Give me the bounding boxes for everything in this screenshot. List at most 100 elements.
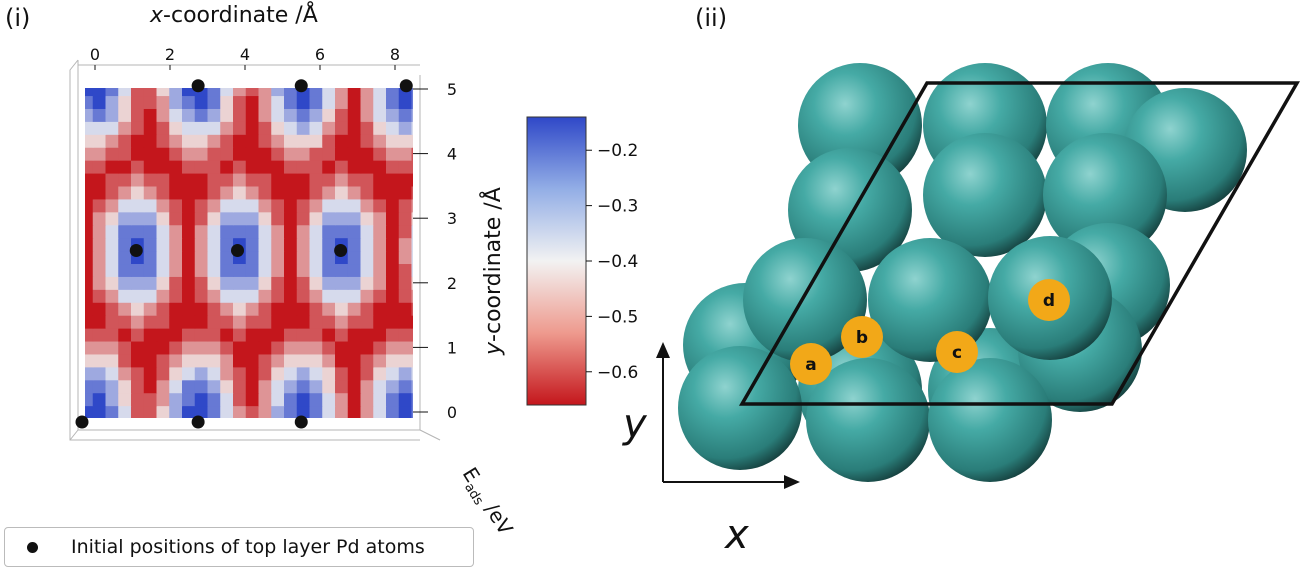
heatmap-cell: [207, 379, 221, 394]
heatmap-cell: [360, 302, 374, 316]
heatmap-cell: [271, 302, 285, 316]
heatmap-cell: [258, 95, 272, 109]
heatmap-cell: [424, 302, 437, 316]
heatmap-cell: [233, 315, 247, 329]
heatmap-cell: [105, 353, 119, 368]
heatmap-cell: [233, 198, 247, 213]
heatmap-cell: [322, 328, 336, 342]
heatmap-cell: [118, 134, 132, 148]
heatmap-cell: [322, 172, 336, 187]
heatmap-cell: [284, 328, 298, 342]
heatmap-cell: [373, 172, 387, 187]
heatmap-cell: [85, 237, 94, 252]
heatmap-cell: [284, 108, 298, 122]
heatmap-cell: [411, 147, 413, 161]
heatmap-cell: [335, 88, 349, 97]
heatmap-cell: [194, 379, 209, 394]
heatmap-cell: [105, 302, 119, 316]
heatmap-cell: [233, 366, 247, 381]
heatmap-cell: [85, 88, 94, 97]
heatmap-cell: [245, 392, 260, 407]
heatmap-cell: [309, 328, 323, 342]
heatmap-cell: [169, 328, 183, 342]
heatmap-cell: [258, 237, 272, 252]
heatmap-cell: [92, 405, 107, 418]
heatmap-cell: [284, 237, 298, 252]
heatmap-cell: [322, 211, 336, 226]
heatmap-cell: [284, 289, 298, 303]
heatmap-cell: [309, 147, 323, 161]
heatmap-cell: [245, 250, 260, 265]
heatmap-cell: [347, 379, 362, 394]
heatmap-cell: [258, 263, 272, 277]
heatmap-cell: [398, 185, 413, 200]
heatmap-cell: [271, 392, 285, 407]
heatmap-cell: [156, 392, 170, 407]
heatmap-cell: [309, 405, 323, 418]
heatmap-cell: [322, 263, 336, 277]
heatmap-cell: [169, 405, 183, 418]
heatmap-cell: [386, 379, 400, 394]
heatmap-cell: [411, 392, 413, 407]
heatmap-cell: [360, 160, 374, 174]
pd-atom-marker: [294, 79, 308, 93]
heatmap-cell: [360, 224, 374, 239]
heatmap-cell: [309, 250, 323, 265]
heatmap-cell: [182, 315, 196, 329]
heatmap-cell: [233, 147, 247, 161]
heatmap-cell: [309, 379, 323, 394]
heatmap-cell: [207, 340, 221, 355]
heatmap-cell: [245, 237, 260, 252]
heatmap-cell: [194, 302, 209, 316]
heatmap-cell: [398, 172, 413, 187]
heatmap-cell: [296, 276, 311, 290]
heatmap-cell: [258, 328, 272, 342]
heatmap-cell: [233, 70, 246, 84]
heatmap-cell: [85, 379, 94, 394]
site-a-marker: [790, 343, 832, 385]
heatmap-cell: [92, 185, 107, 200]
heatmap-cell: [386, 263, 400, 277]
heatmap-cell: [424, 289, 437, 303]
heatmap-cell: [118, 211, 132, 226]
heatmap-cell: [322, 134, 336, 148]
heatmap-cell: [284, 88, 298, 97]
heatmap-cell: [258, 392, 272, 407]
heatmap-cell: [85, 121, 94, 135]
y-tick-label: 3: [447, 209, 457, 228]
heatmap-cell: [271, 263, 285, 277]
heatmap-cell: [156, 328, 170, 342]
pd-atom-sphere: [1043, 133, 1167, 257]
heatmap-cell: [207, 328, 221, 342]
heatmap-cell: [258, 198, 272, 213]
heatmap-cell: [361, 70, 374, 84]
heatmap-cell: [386, 315, 400, 329]
colorbar-tick-label: −0.2: [597, 141, 638, 161]
heatmap-cell: [309, 392, 323, 407]
heatmap-cell: [208, 70, 221, 84]
heatmap-cell: [233, 211, 247, 226]
heatmap-cell: [105, 340, 119, 355]
heatmap-cell: [360, 108, 374, 122]
heatmap-cell: [220, 224, 234, 239]
heatmap-cell: [105, 198, 119, 213]
heatmap-cell: [105, 185, 119, 200]
heatmap-cell: [335, 366, 349, 381]
heatmap-cell: [373, 185, 387, 200]
heatmap-cell: [347, 366, 362, 381]
heatmap-cell: [411, 95, 413, 109]
heatmap-cell: [258, 160, 272, 174]
heatmap-cell: [194, 315, 209, 329]
heatmap-cell: [271, 185, 285, 200]
heatmap-cell: [373, 198, 387, 213]
colorbar: [526, 116, 587, 406]
heatmap-cell: [143, 147, 158, 161]
heatmap-cell: [233, 392, 247, 407]
heatmap-cell: [398, 121, 413, 135]
heatmap-cell: [194, 172, 209, 187]
heatmap-cell: [258, 121, 272, 135]
heatmap-cell: [386, 224, 400, 239]
heatmap-cell: [245, 108, 260, 122]
heatmap-cell: [233, 379, 247, 394]
heatmap-cell: [398, 405, 413, 418]
